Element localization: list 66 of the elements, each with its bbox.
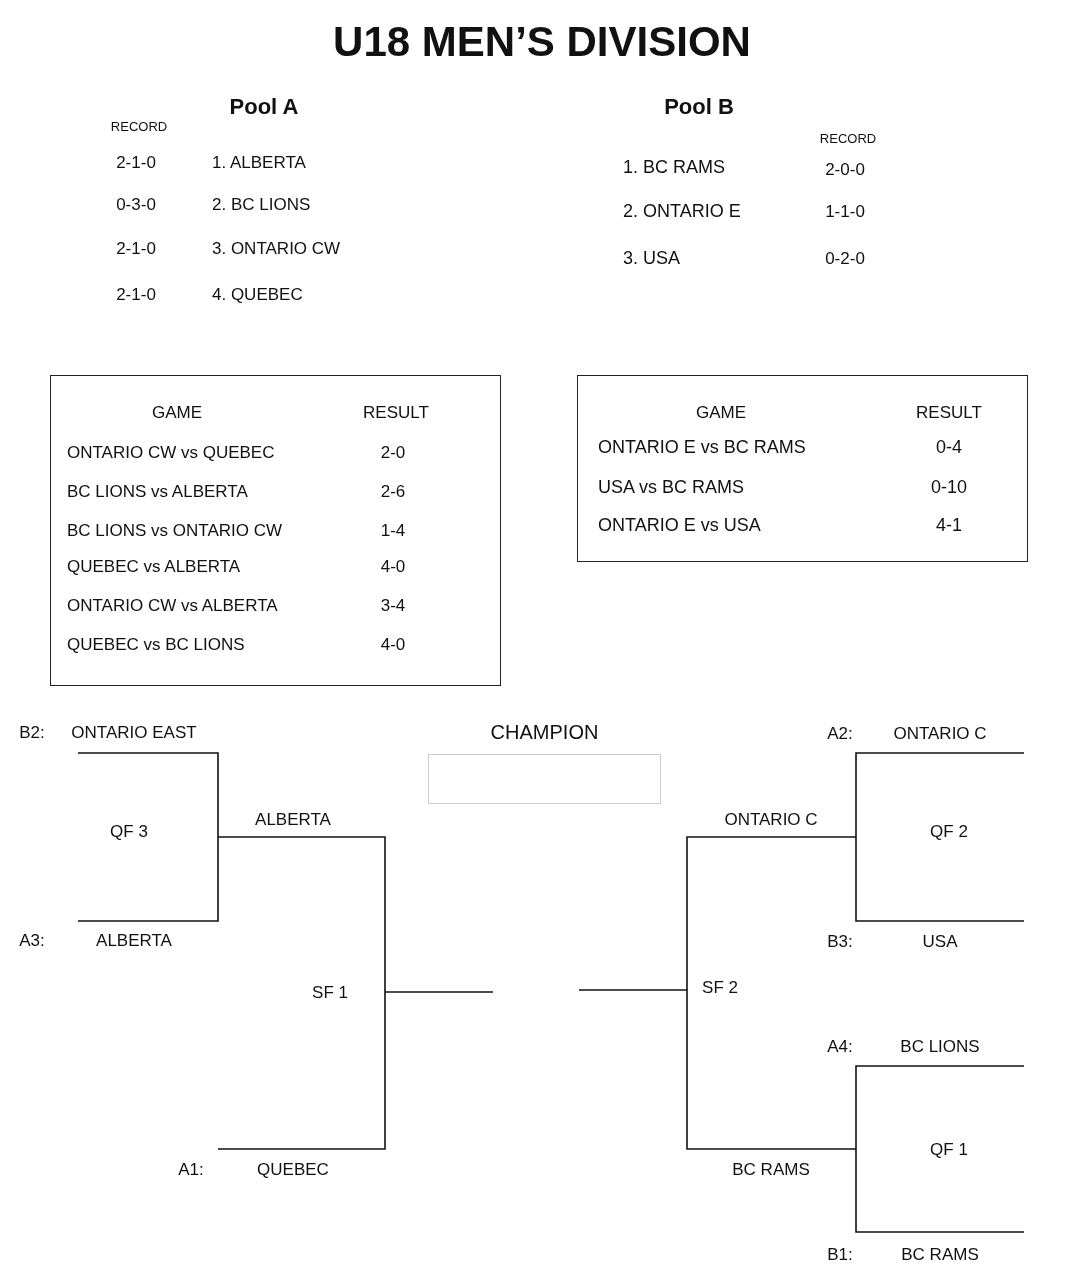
game-matchup: QUEBEC vs ALBERTA (67, 557, 241, 575)
record: 2-0-0 (825, 160, 865, 178)
team-name: BC RAMS (732, 1160, 810, 1178)
seed-label: B2: (19, 723, 45, 741)
team-name: ONTARIO C (893, 724, 987, 742)
column-heading: GAME (151, 403, 203, 421)
seed-label: A2: (827, 724, 853, 742)
column-heading: RESULT (363, 403, 429, 421)
record: 0-2-0 (825, 249, 865, 267)
game-score: 2-6 (380, 482, 406, 500)
seed-label: B3: (827, 932, 853, 950)
results-table (577, 375, 1028, 562)
column-heading: RESULT (916, 403, 982, 421)
team-name: USA (922, 932, 958, 950)
heading: CHAMPION (490, 722, 599, 742)
game-label: SF 1 (312, 983, 348, 1001)
column-heading: RECORD (110, 119, 168, 133)
record: 1-1-0 (825, 202, 865, 220)
game-matchup: BC LIONS vs ONTARIO CW (67, 521, 283, 539)
title: U18 MEN’S DIVISION (333, 21, 751, 63)
team-name: BC LIONS (900, 1037, 980, 1055)
record: 2-1-0 (116, 239, 156, 257)
pool-heading: Pool A (229, 96, 299, 118)
results-table (50, 375, 501, 686)
game-score: 0-4 (936, 438, 962, 456)
game-matchup: ONTARIO E vs BC RAMS (598, 438, 806, 456)
team-name: 4. QUEBEC (212, 285, 303, 303)
team-name: ALBERTA (96, 931, 172, 949)
team-name: BC RAMS (901, 1245, 979, 1263)
game-score: 4-0 (380, 635, 406, 653)
game-matchup: USA vs BC RAMS (598, 478, 745, 496)
game-label: QF 1 (930, 1140, 968, 1158)
game-score: 4-1 (936, 516, 962, 534)
game-score: 3-4 (380, 596, 406, 614)
record: 0-3-0 (116, 195, 156, 213)
game-matchup: ONTARIO CW vs QUEBEC (67, 443, 275, 461)
game-score: 2-0 (380, 443, 406, 461)
seed-label: A4: (827, 1037, 853, 1055)
seed-label: B1: (827, 1245, 853, 1263)
team-name: 1. ALBERTA (212, 153, 306, 171)
game-matchup: ONTARIO E vs USA (598, 516, 761, 534)
column-heading: RECORD (819, 131, 877, 145)
game-score: 0-10 (931, 478, 967, 496)
record: 2-1-0 (116, 153, 156, 171)
record: 2-1-0 (116, 285, 156, 303)
game-matchup: BC LIONS vs ALBERTA (67, 482, 248, 500)
game-matchup: ONTARIO CW vs ALBERTA (67, 596, 278, 614)
team-name: ONTARIO C (724, 810, 818, 828)
game-matchup: QUEBEC vs BC LIONS (67, 635, 245, 653)
game-label: QF 3 (110, 822, 148, 840)
team-name: 2. ONTARIO E (623, 202, 741, 220)
team-name: 3. ONTARIO CW (212, 239, 341, 257)
team-name: ALBERTA (255, 810, 331, 828)
seed-label: A3: (19, 931, 45, 949)
team-name: 2. BC LIONS (212, 195, 311, 213)
team-name: ONTARIO EAST (71, 723, 197, 741)
game-score: 1-4 (380, 521, 406, 539)
game-label: QF 2 (930, 822, 968, 840)
team-name: 3. USA (623, 249, 681, 267)
game-score: 4-0 (380, 557, 406, 575)
seed-label: A1: (178, 1160, 204, 1178)
pool-heading: Pool B (664, 96, 734, 118)
team-name: QUEBEC (257, 1160, 329, 1178)
game-label: SF 2 (702, 978, 738, 996)
column-heading: GAME (695, 403, 747, 421)
team-name: 1. BC RAMS (623, 158, 726, 176)
